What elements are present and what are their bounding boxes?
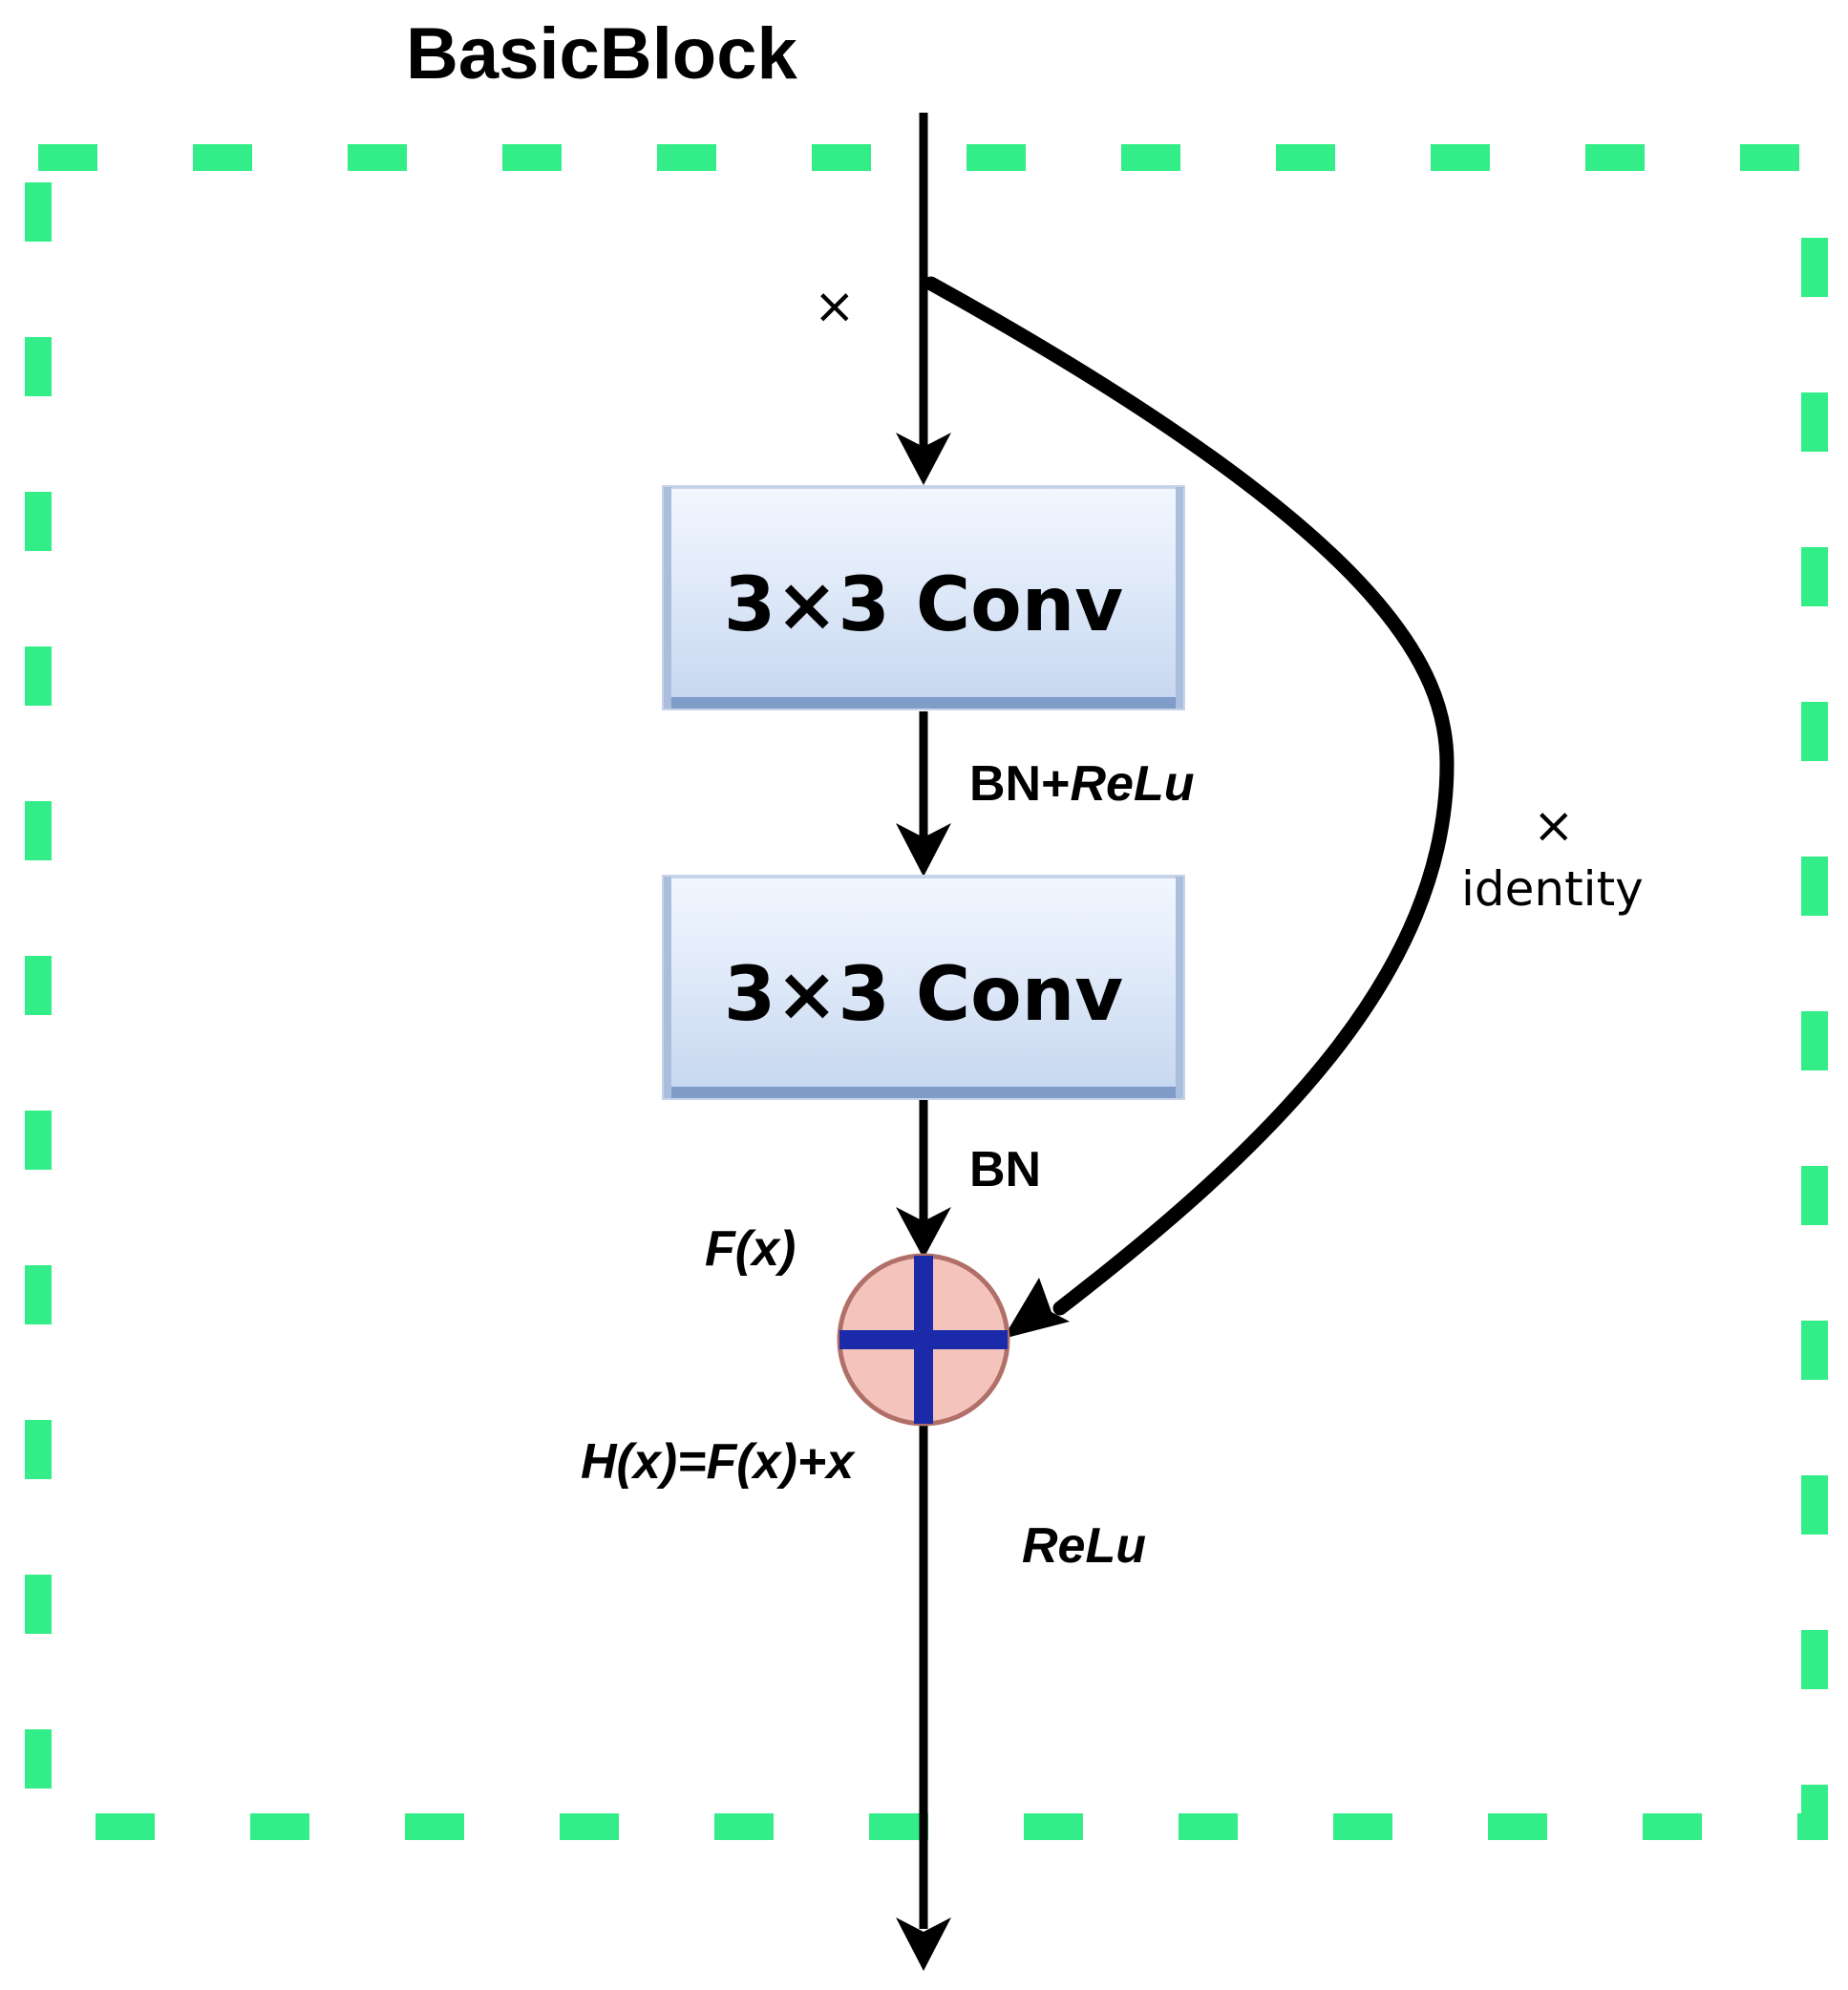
diagram-title: BasicBlock xyxy=(406,13,797,95)
bn-text: BN+ xyxy=(969,756,1070,812)
identity-label: identity xyxy=(1461,861,1644,917)
identity-shortcut-arrowhead xyxy=(1003,1278,1070,1339)
identity-symbol: × xyxy=(1533,797,1575,855)
adder-plus-icon: + xyxy=(0,0,1,1)
conv-block-2-label: 3×3 Conv xyxy=(724,952,1123,1038)
identity-shortcut-curve xyxy=(924,276,1455,1316)
bn-relu-label: BN+ReLu xyxy=(969,756,1194,812)
conv1-to-conv2-arrowhead xyxy=(896,823,951,877)
relu-text: ReLu xyxy=(1070,756,1194,812)
sum-label: H(x)=F(x)+x xyxy=(581,1434,856,1490)
conv2-to-adder-arrowhead xyxy=(896,1207,951,1259)
conv-block-1-label: 3×3 Conv xyxy=(724,562,1123,648)
input-label: × xyxy=(814,278,856,335)
input-arrowhead xyxy=(896,433,951,485)
conv-block-2: 3×3 Conv xyxy=(662,875,1185,1100)
bn-label: BN xyxy=(969,1142,1041,1197)
residual-function-label: F(x) xyxy=(705,1221,796,1277)
conv-block-1: 3×3 Conv xyxy=(662,485,1185,710)
output-arrowhead xyxy=(896,1917,951,1971)
output-relu-label: ReLu xyxy=(1022,1518,1146,1574)
adder-node: + xyxy=(0,0,1010,1427)
